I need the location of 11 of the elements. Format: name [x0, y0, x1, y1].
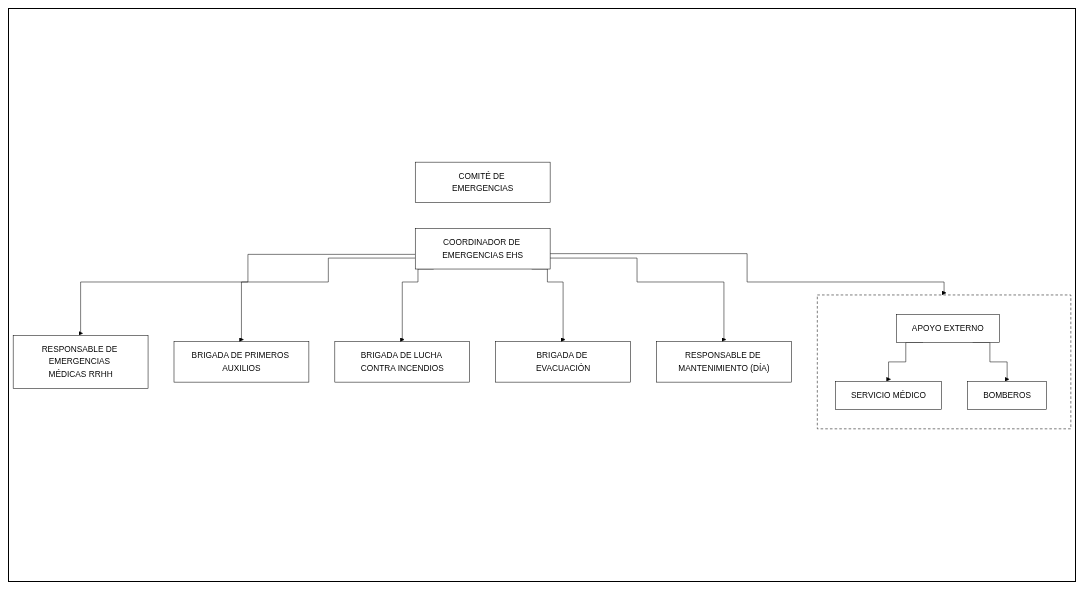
node-box: SERVICIO MÉDICO — [835, 380, 942, 410]
node-box: COORDINADOR DE EMERGENCIAS EHS — [415, 227, 551, 269]
node-box: BRIGADA DE LUCHA CONTRA INCENDIOS — [334, 340, 470, 382]
node-box: RESPONSABLE DE EMERGENCIAS MÉDICAS RRHH — [12, 334, 149, 389]
node-box: BOMBEROS — [967, 380, 1047, 410]
node-box: BRIGADA DE PRIMEROS AUXILIOS — [173, 340, 310, 382]
node-box: COMITÉ DE EMERGENCIAS — [415, 161, 551, 203]
cluster — [817, 294, 1072, 429]
node-box: APOYO EXTERNO — [896, 313, 1000, 343]
node-box: BRIGADA DE EVACUACIÓN — [495, 340, 631, 382]
node-box: RESPONSABLE DE MANTENIMIENTO (DÍA) — [656, 340, 792, 382]
